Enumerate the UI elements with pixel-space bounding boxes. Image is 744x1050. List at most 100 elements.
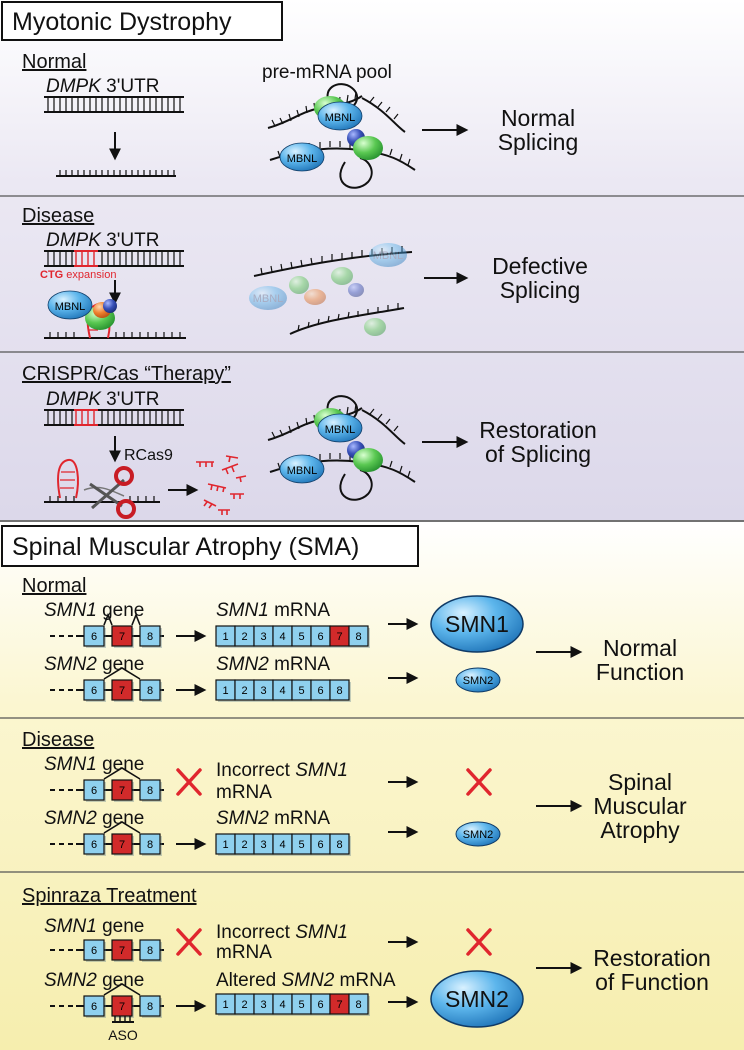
sma-normal-smn2-mrna-exon-6-label: 6	[317, 685, 323, 697]
sma-aso-molecule	[112, 1016, 134, 1023]
sma-spinraza-altered-label: Altered SMN2 mRNA	[216, 970, 396, 991]
sma-spinraza-smn1-gene-exon-6	[83, 939, 105, 961]
dm-therapy-rcas9-cutting	[44, 458, 160, 519]
sma-spinraza-no-protein-x	[466, 928, 492, 956]
sma-disease-heading: Disease	[22, 729, 94, 751]
sma-normal-smn1-mrna-exon-7-label: 7	[336, 631, 342, 643]
sma-normal-heading: Normal	[22, 575, 86, 597]
sma-spinraza-altered-mrna-exon-3-label: 3	[260, 999, 266, 1011]
sma-spinraza-heading: Spinraza Treatment	[22, 885, 197, 907]
sma-disease-smn1-gene-exon-7	[111, 779, 133, 801]
sma-spinraza-altered-mrna-exon-8	[348, 993, 369, 1015]
sma-disease-smn2-mrna-exon-2-label: 2	[241, 839, 247, 851]
sma-normal-smn1-mrna-exon-6-label: 6	[317, 631, 323, 643]
svg-text:MBNL: MBNL	[253, 293, 284, 305]
sma-disease-smn2-gene-exon-8-label: 8	[147, 839, 153, 851]
sma-normal-smn2-gene-exon-7-label: 7	[119, 685, 125, 697]
sma-normal-smn1-gene-exon-7-label: 7	[119, 631, 125, 643]
sma-normal-smn1-protein-label: SMN1	[445, 611, 509, 637]
sma-spinraza-smn1-gene-exon-6-label: 6	[91, 945, 97, 957]
dm-normal-dna-duplex	[44, 96, 184, 113]
dm-disease-outcome-1: Defective	[492, 253, 588, 279]
sma-normal-smn2-protein	[455, 667, 501, 693]
sma-normal-smn1-mrna-exon-1-label: 1	[222, 631, 228, 643]
sma-title: Spinal Muscular Atrophy (SMA)	[12, 533, 359, 561]
sma-disease-smn2-mrna-exon-5-label: 5	[298, 839, 304, 851]
dm-rcas9-label: RCas9	[124, 447, 173, 464]
sma-disease-outcome-3: Atrophy	[600, 817, 680, 843]
sma-normal-smn2-protein-label: SMN2	[463, 675, 494, 687]
sma-disease-smn2-mrna-exon-1-label: 1	[222, 839, 228, 851]
sma-normal-smn1-protein	[430, 595, 524, 653]
sma-disease-smn2-gene-label: SMN2 gene	[44, 808, 144, 829]
sma-disease-block-x-1	[176, 768, 202, 796]
sma-spinraza-altered-mrna-exon-7-label: 7	[336, 999, 342, 1011]
sma-normal-outcome-1: Normal	[603, 635, 677, 661]
sma-normal-smn2-gene-exon-7	[111, 679, 133, 701]
sma-spinraza-incorrect-line2: mRNA	[216, 942, 272, 963]
svg-text:MBNL: MBNL	[55, 301, 86, 313]
dm-therapy-heading: CRISPR/Cas “Therapy”	[22, 363, 231, 385]
dm-normal-mbnl-complex-bottom: MBNL	[269, 129, 416, 189]
dm-therapy-dna-duplex	[44, 409, 184, 426]
sma-normal-smn2-gene-exon-6	[83, 679, 105, 701]
sma-spinraza-incorrect-line1: Incorrect SMN1	[216, 922, 348, 943]
sma-normal-smn2-mrna-exon-5-label: 5	[298, 685, 304, 697]
sma-spinraza-smn1-gene-label: SMN1 gene	[44, 916, 144, 937]
dm-normal-mbnl-complex-top: MBNL	[267, 83, 406, 133]
sma-normal-smn1-gene-label: SMN1 gene	[44, 600, 144, 621]
sma-normal-smn2-mrna-label: SMN2 mRNA	[216, 654, 330, 675]
sma-normal-smn1-gene-exon-8-label: 8	[147, 631, 153, 643]
sma-disease-smn2-gene-exon-8	[139, 833, 161, 855]
sma-disease-smn2-gene-exon-7	[111, 833, 133, 855]
sma-disease-smn1-gene-exon-7-label: 7	[119, 785, 125, 797]
sma-disease-incorrect-line2: mRNA	[216, 782, 272, 803]
sma-normal-smn1-gene-exon-8	[139, 625, 161, 647]
sma-normal-smn1-mrna-exon-8-label: 8	[355, 631, 361, 643]
sma-spinraza-smn1-gene-exon-8-label: 8	[147, 945, 153, 957]
sma-disease-smn1-gene-exon-6-label: 6	[91, 785, 97, 797]
sma-spinraza-altered-mrna-exon-2-label: 2	[241, 999, 247, 1011]
sma-normal-outcome-2: Function	[596, 659, 684, 685]
sma-spinraza-block-x	[176, 928, 202, 956]
sma-normal-smn2-mrna-exon-4-label: 4	[279, 685, 285, 697]
dm-disease-free-proteins: MBNL MBNL	[249, 243, 407, 336]
sma-disease-outcome-2: Muscular	[593, 793, 687, 819]
sma-disease-smn2-gene-exon-6	[83, 833, 105, 855]
svg-text:MBNL: MBNL	[325, 112, 356, 124]
sma-normal-smn1-mrna-exon-3-label: 3	[260, 631, 266, 643]
dm-pre-mrna-pool-label: pre-mRNA pool	[262, 62, 392, 83]
sma-spinraza-smn2-gene-exon-8-label: 8	[147, 1001, 153, 1013]
sma-spinraza-smn1-gene-exon-8	[139, 939, 161, 961]
sma-normal-smn2-gene-exon-8	[139, 679, 161, 701]
sma-disease-smn2-gene-exon-7-label: 7	[119, 839, 125, 851]
sma-disease-smn2-mrna-exon-4-label: 4	[279, 839, 285, 851]
sma-disease-smn2-protein-label: SMN2	[463, 829, 494, 841]
dm-normal-outcome-1: Normal	[501, 105, 575, 131]
sma-disease-smn2-gene: 6 7 8	[50, 821, 164, 856]
dm-therapy-gene-label: DMPK 3'UTR	[46, 389, 159, 410]
dm-title: Myotonic Dystrophy	[12, 8, 232, 36]
sma-normal-smn1-mrna-exon-2-label: 2	[241, 631, 247, 643]
dm-normal-gene-label: DMPK 3'UTR	[46, 76, 159, 97]
sma-normal-smn2-mrna-exon-3-label: 3	[260, 685, 266, 697]
dm-disease-sequestered-complex: MBNL	[44, 290, 186, 339]
dm-normal-heading: Normal	[22, 51, 86, 73]
sma-spinraza-smn2-protein	[430, 970, 524, 1028]
sma-spinraza-smn2-gene-exon-7-label: 7	[119, 1001, 125, 1013]
sma-aso-label: ASO	[108, 1027, 138, 1043]
dm-therapy-outcome-2: of Splicing	[485, 441, 591, 467]
sma-disease-no-protein-x	[466, 768, 492, 796]
sma-disease-smn2-gene-exon-6-label: 6	[91, 839, 97, 851]
sma-spinraza-outcome-2: of Function	[595, 969, 709, 995]
